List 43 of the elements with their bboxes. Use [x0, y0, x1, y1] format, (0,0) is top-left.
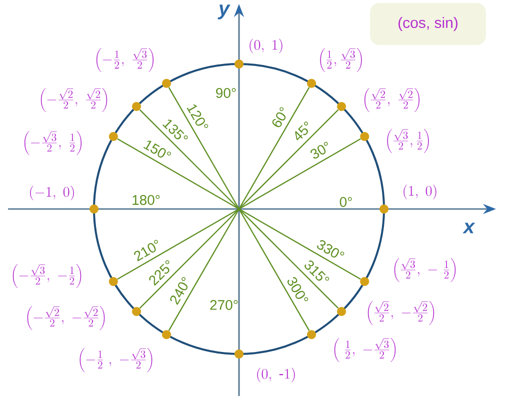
coordinate-label: $\left(\frac{\sqrt{2}}{2},\ \frac{\sqrt{2}}{2}\right)$ — [364, 88, 420, 112]
axis-label: x — [462, 222, 476, 234]
coordinate-label: $\left(\ \frac{1}{2},\ -\frac{\sqrt{3}}{2}\right)$ — [334, 338, 396, 362]
angle-label: 90° — [216, 88, 236, 98]
coordinate-label: $(0,\ \mbox{-}1)$ — [257, 368, 295, 382]
angle-label: 60° — [272, 107, 286, 128]
coordinate-label: $(-1,\ 0)$ — [30, 186, 74, 200]
angle-label: 210° — [134, 240, 158, 262]
coordinate-label: $(1,\ 0)$ — [404, 184, 436, 200]
radius-line — [238, 87, 310, 210]
coordinate-label: $\left(\frac{\sqrt{3}}{2},\ -\ \frac{1}{2}\right)$ — [394, 258, 456, 282]
radius-line — [238, 208, 339, 309]
angle-label: 270° — [210, 300, 238, 310]
coordinate-label: $\left(\frac{\sqrt{2}}{2},\ -\frac{\sqrt{2}}{2}\right)$ — [368, 300, 434, 325]
coordinate-label: $\left(-\frac{\sqrt{2}}{2},\ \frac{\sqrt{2}}{2}\right)$ — [40, 88, 108, 112]
radius-line — [168, 208, 240, 331]
legend-box: (cos, sin) — [370, 3, 486, 45]
coordinate-label: $(0,\ 1)$ — [250, 38, 282, 54]
angle-label: 135° — [162, 120, 188, 140]
radius-line — [168, 87, 240, 210]
coordinate-label: $\left(-\frac{1}{2},\ \frac{\sqrt{3}}{2}\right)$ — [96, 48, 154, 72]
coordinate-label: $\left(-\frac{\sqrt{3}}{2},\ -\frac{1}{2}\right)$ — [12, 264, 82, 288]
radius-line — [238, 208, 310, 331]
coordinate-label: $\left(\frac{\sqrt{3}}{2},\frac{1}{2}\right)$ — [387, 129, 429, 153]
angle-label: 150° — [143, 140, 171, 158]
radius-line — [238, 109, 339, 210]
radius-line — [117, 208, 240, 280]
angle-label: 0° — [340, 197, 352, 207]
coordinate-label: $\left(-\frac{\sqrt{2}}{2},\ -\frac{\sqrt{2}}{2}\right)$ — [27, 306, 105, 330]
coordinate-label: $\left(\frac{1}{2},\frac{\sqrt{3}}{2}\right)$ — [320, 48, 362, 72]
radius-line — [139, 109, 240, 210]
axis-label: y — [218, 4, 230, 20]
radius-line — [139, 208, 240, 309]
angle-label: 120° — [186, 104, 208, 128]
coordinate-label: $\left(-\frac{\sqrt{3}}{2},\ \frac{1}{2}\right)$ — [24, 131, 82, 155]
angle-label: 330° — [317, 240, 344, 258]
angle-label: 180° — [132, 195, 160, 205]
angle-label: 30° — [310, 142, 328, 159]
radius-line — [238, 138, 361, 210]
angle-label: 45° — [295, 122, 308, 140]
coordinate-label: $\left(-\frac{1}{2}\ ,\ -\frac{\sqrt{3}}{2}\right)$ — [80, 348, 152, 372]
radius-line — [238, 208, 361, 280]
radius-line — [117, 138, 240, 210]
